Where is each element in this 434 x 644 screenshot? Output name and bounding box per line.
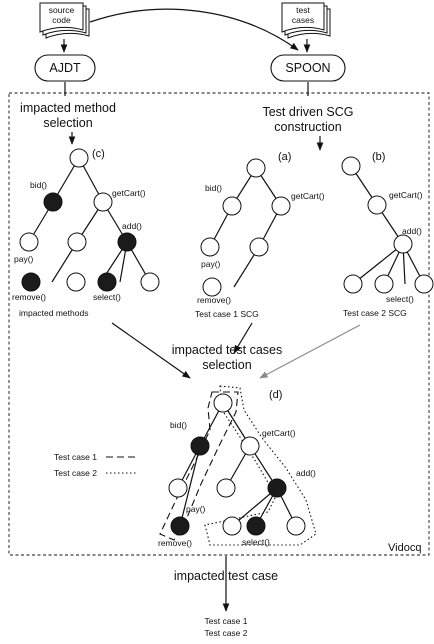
d-label-pay: pay() [186, 504, 206, 514]
a-label-remove: remove() [197, 295, 231, 305]
c-label-bid: bid() [30, 180, 47, 190]
source-code-label-line2: code [52, 15, 71, 25]
vidocq-container [8, 92, 430, 556]
d-node [286, 516, 306, 536]
d-label-getcart: getCart() [262, 428, 296, 438]
d-label-remove: remove() [158, 538, 192, 548]
d-getcart-node [240, 436, 260, 456]
arrow-a-to-selection [233, 322, 253, 354]
source-code-label-line1: source [49, 5, 75, 15]
b-label-select: select() [386, 294, 414, 304]
c-tag: (c) [92, 148, 105, 160]
b-root-node [341, 156, 361, 176]
spoon-label: SPOON [285, 61, 330, 75]
source-code-document: source code [39, 2, 90, 39]
b-tag: (b) [372, 151, 385, 163]
output-test-case-2: Test case 2 [205, 628, 248, 638]
a-remove-node [202, 277, 222, 297]
c-root-node [69, 148, 89, 168]
c-select-node [97, 272, 117, 292]
test-cases-label-line2: cases [292, 15, 314, 25]
a-label-bid: bid() [205, 183, 222, 193]
arrow-c-to-selection [111, 322, 191, 379]
c-pay-node [19, 232, 39, 252]
d-remove-node [170, 516, 190, 536]
a-node [249, 237, 269, 257]
c-node [67, 232, 87, 252]
b-caption: Test case 2 SCG [343, 308, 407, 318]
c-label-getcart: getCart() [112, 188, 146, 198]
b-label-add: add() [402, 226, 422, 236]
scg-construction-line1: Test driven SCG [262, 105, 353, 119]
impacted-test-case-label: impacted test case [174, 569, 278, 583]
output-test-case-1: Test case 1 [205, 616, 248, 626]
ajdt-label: AJDT [49, 61, 81, 75]
panel-b: (b) getCart() add() select() Test case 2… [341, 151, 434, 318]
legend-test-case-2-label: Test case 2 [54, 468, 97, 478]
c-label-pay: pay() [14, 254, 34, 264]
a-bid-node [222, 196, 242, 216]
spoon-box [270, 54, 346, 82]
legend: Test case 1 Test case 2 [54, 452, 136, 478]
impacted-test-cases-selection-line2: selection [202, 358, 251, 372]
a-label-getcart: getCart() [291, 191, 325, 201]
d-add-node [267, 478, 287, 498]
d-node [216, 478, 236, 498]
test-cases-document: test cases [281, 2, 331, 39]
panel-d: (d) bid() getCart() add() pay() remove()… [158, 385, 317, 548]
impacted-method-selection-line2: selection [43, 116, 92, 130]
test-cases-label-line1: test [296, 5, 310, 15]
c-getcart-node [93, 192, 113, 212]
b-node [414, 274, 434, 294]
d-label-bid: bid() [170, 420, 187, 430]
c-remove-node [21, 272, 41, 292]
a-getcart-node [271, 196, 291, 216]
c-bid-node [43, 192, 63, 212]
b-label-getcart: getCart() [389, 190, 423, 200]
b-select-node [374, 274, 394, 294]
panel-c: (c) bid() getCart() add() pay() remove()… [12, 148, 160, 318]
ajdt-box [34, 54, 96, 82]
scg-construction-line2: construction [274, 120, 341, 134]
impacted-method-selection-line1: impacted method [20, 101, 116, 115]
c-label-select: select() [93, 292, 121, 302]
c-node [140, 272, 160, 292]
d-label-add: add() [296, 468, 316, 478]
legend-test-case-1-label: Test case 1 [54, 452, 97, 462]
b-node [343, 274, 363, 294]
b-getcart-node [367, 195, 387, 215]
panel-a: (a) bid() getCart() pay() remove() Test … [195, 151, 325, 319]
a-caption: Test case 1 SCG [195, 309, 259, 319]
c-label-remove: remove() [12, 292, 46, 302]
a-label-pay: pay() [201, 259, 221, 269]
d-bid-node [190, 436, 210, 456]
d-select-node [246, 516, 266, 536]
d-label-select: select() [242, 537, 270, 547]
c-node [66, 272, 86, 292]
impacted-test-cases-selection-line1: impacted test cases [172, 343, 282, 357]
test-case-1-path [159, 391, 239, 541]
c-caption: impacted methods [19, 308, 88, 318]
arrow-source-to-spoon [89, 8, 299, 51]
c-label-add: add() [122, 221, 142, 231]
a-pay-node [200, 237, 220, 257]
b-add-node [393, 234, 413, 254]
d-node [222, 516, 242, 536]
d-tag: (d) [269, 389, 282, 401]
d-root-node [213, 393, 233, 413]
vidocq-label: Vidocq [388, 542, 421, 554]
c-add-node [117, 232, 137, 252]
arrow-b-to-selection [259, 324, 361, 379]
d-pay-node [168, 478, 188, 498]
a-root-node [246, 158, 266, 178]
a-tag: (a) [278, 151, 291, 163]
